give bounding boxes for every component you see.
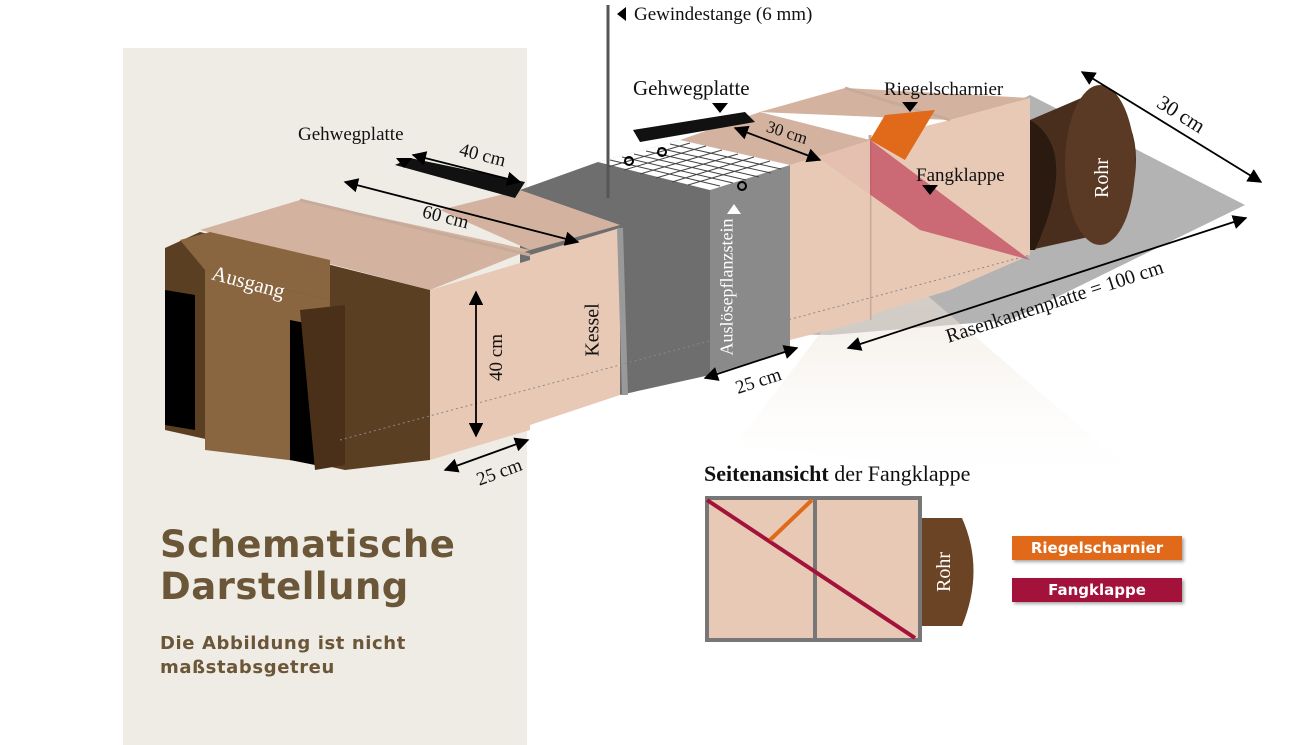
label-gehwegplatte-right: Gehwegplatte bbox=[633, 76, 750, 100]
legend-riegelscharnier: Riegelscharnier bbox=[1012, 536, 1182, 560]
panel-title: Schematische Darstellung bbox=[160, 524, 455, 608]
dim-30-right bbox=[1080, 71, 1263, 183]
pointer-fangklappe bbox=[922, 185, 938, 195]
exit-block bbox=[165, 232, 430, 470]
label-ausloeser: Auslösepflanzstein bbox=[716, 218, 737, 356]
gehwegplatte-right bbox=[633, 112, 755, 142]
panel-title-line2: Darstellung bbox=[160, 565, 409, 608]
label-gehwegplatte-left: Gehwegplatte bbox=[298, 124, 404, 145]
pointer-gewinde bbox=[617, 7, 626, 21]
label-kessel: Kessel bbox=[581, 303, 604, 357]
label-fangklappe: Fangklappe bbox=[916, 165, 1005, 186]
side-view-title: Seitenansicht der Fangklappe bbox=[704, 461, 970, 487]
side-view-rohr: Rohr bbox=[933, 552, 955, 592]
dim-100 bbox=[846, 215, 1248, 351]
label-dim-40-side: 40 cm bbox=[485, 334, 507, 381]
panel-title-line1: Schematische bbox=[160, 523, 456, 566]
pointer-riegel bbox=[902, 102, 918, 112]
panel-subtitle: Die Abbildung ist nicht maßstabsgetreu bbox=[160, 632, 406, 680]
label-gewindestange: Gewindestange (6 mm) bbox=[634, 4, 813, 25]
side-view-title-rest: der Fangklappe bbox=[828, 461, 971, 486]
dim-40-top bbox=[411, 151, 522, 186]
side-view-title-bold: Seitenansicht bbox=[704, 461, 829, 486]
label-rohr: Rohr bbox=[1091, 158, 1113, 198]
panel-subtitle-line1: Die Abbildung ist nicht bbox=[160, 633, 406, 654]
panel-subtitle-line2: maßstabsgetreu bbox=[160, 657, 335, 678]
pointer-gehweg-right bbox=[712, 103, 728, 113]
legend-fangklappe: Fangklappe bbox=[1012, 578, 1182, 602]
riegel-hinge bbox=[870, 110, 935, 160]
dim-25-mid bbox=[703, 345, 799, 381]
pointer-ausloeser bbox=[727, 204, 741, 214]
pointer-gehweg-left bbox=[396, 158, 412, 168]
dim-25-left bbox=[443, 437, 530, 473]
side-view bbox=[705, 496, 974, 642]
dim-30-top bbox=[733, 125, 822, 163]
label-riegelscharnier: Riegelscharnier bbox=[884, 79, 1004, 100]
dim-60 bbox=[343, 178, 580, 246]
